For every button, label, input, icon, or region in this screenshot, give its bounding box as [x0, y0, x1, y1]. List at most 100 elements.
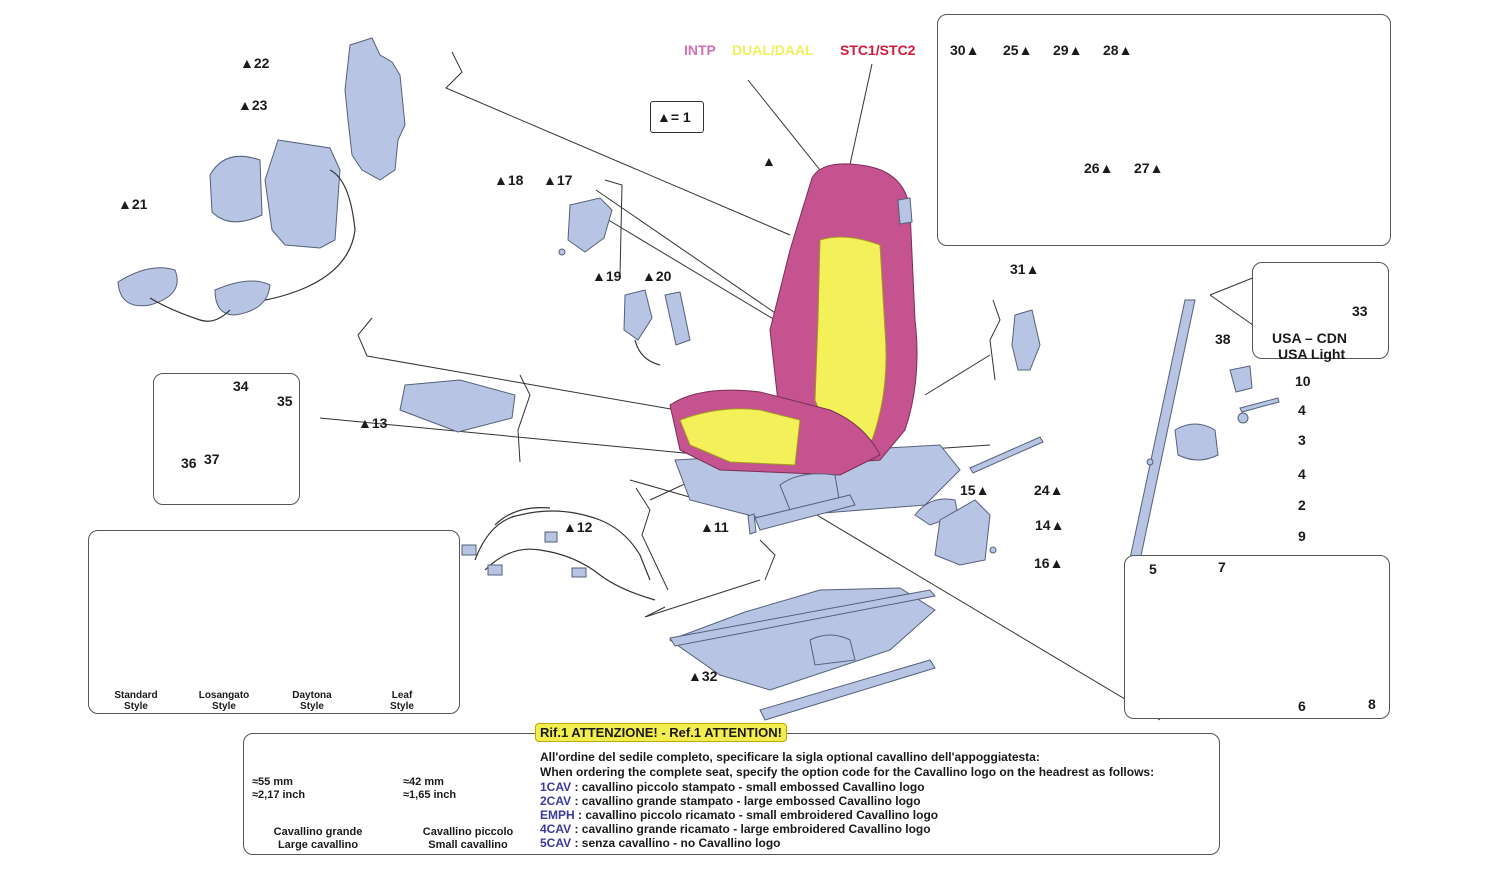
- trim-styles-box: [88, 530, 460, 714]
- seat-assembly: [669, 163, 961, 519]
- large-cavallino-caption: Cavallino grande Large cavallino: [253, 826, 383, 852]
- label-3: 3: [1298, 432, 1306, 448]
- label-31: 31▲: [1010, 261, 1040, 277]
- label-33: 33: [1352, 303, 1368, 319]
- code-5cav: 5CAV: [540, 836, 572, 850]
- usa-cdn-text: USA – CDN: [1272, 330, 1347, 346]
- code-emph-text: : cavallino piccolo ricamato - small emb…: [578, 808, 939, 822]
- trim-standard-line1: Standard: [114, 690, 158, 701]
- harness-12: [461, 507, 656, 601]
- quantity-key-text: ▲= 1: [657, 109, 691, 125]
- large-inch: ≈2,17 inch: [252, 789, 306, 801]
- module-13: [399, 379, 516, 433]
- label-4a: 4: [1298, 402, 1306, 418]
- seat-frame-32: [668, 494, 936, 721]
- trim-daytona-line1: Daytona: [292, 690, 332, 701]
- label-11: ▲11: [700, 519, 729, 535]
- label-9: 9: [1298, 528, 1306, 544]
- attention-title: Rif.1 ATTENZIONE! - Ref.1 ATTENTION!: [535, 723, 787, 742]
- buckle-19-20: [623, 289, 691, 366]
- trim-leaf-line2: Style: [390, 701, 414, 712]
- label-36: 36: [181, 455, 197, 471]
- small-cap-en: Small cavallino: [428, 839, 508, 851]
- trim-daytona: Daytona Style: [272, 690, 352, 712]
- label-6: 6: [1298, 698, 1306, 714]
- attention-note-box: [243, 733, 1220, 855]
- label-23: ▲23: [238, 97, 268, 113]
- label-15: 15▲: [960, 482, 990, 498]
- code-5cav-text: : senza cavallino - no Cavallino logo: [574, 836, 781, 850]
- code-2cav: 2CAV: [540, 794, 572, 808]
- large-cap-it: Cavallino grande: [273, 826, 363, 838]
- code-4cav: 4CAV: [540, 822, 572, 836]
- code-row-2cav: 2CAV : cavallino grande stampato - large…: [540, 794, 921, 808]
- label-18: ▲18: [494, 172, 524, 188]
- label-20: ▲20: [642, 268, 672, 284]
- label-26: 26▲: [1084, 160, 1114, 176]
- switch-detail-box: [153, 373, 300, 505]
- label-seat: ▲: [762, 153, 776, 169]
- label-37: 37: [204, 451, 220, 467]
- label-5: 5: [1149, 561, 1157, 577]
- label-38: 38: [1215, 331, 1231, 347]
- label-10: 10: [1295, 373, 1311, 389]
- label-22: ▲22: [240, 55, 270, 71]
- small-mm: ≈42 mm: [403, 776, 444, 788]
- label-30: 30▲: [950, 42, 980, 58]
- label-2: 2: [1298, 497, 1306, 513]
- usa-light-text: USA Light: [1278, 346, 1346, 362]
- trim-leaf-line1: Leaf: [391, 690, 413, 701]
- small-cap-it: Cavallino piccolo: [422, 826, 514, 838]
- leader-lines: [319, 51, 1261, 721]
- label-25: 25▲: [1003, 42, 1033, 58]
- usa-headrest-box: [1252, 262, 1389, 359]
- trim-losangato-line2: Style: [212, 701, 236, 712]
- bracket-17: [558, 197, 613, 256]
- note-english: When ordering the complete seat, specify…: [540, 765, 1155, 779]
- label-28: 28▲: [1103, 42, 1133, 58]
- label-34: 34: [233, 378, 249, 394]
- label-12: ▲12: [563, 519, 593, 535]
- label-8: 8: [1368, 696, 1376, 712]
- headrest-detail-box: [937, 14, 1391, 246]
- trim-daytona-line2: Style: [300, 701, 324, 712]
- code-4cav-text: : cavallino grande ricamato - large embr…: [574, 822, 931, 836]
- code-2cav-text: : cavallino grande stampato - large embo…: [574, 794, 921, 808]
- label-16: 16▲: [1034, 555, 1064, 571]
- trim-standard-line2: Style: [124, 701, 148, 712]
- code-row-5cav: 5CAV : senza cavallino - no Cavallino lo…: [540, 836, 781, 850]
- code-row-4cav: 4CAV : cavallino grande ricamato - large…: [540, 822, 931, 836]
- trim-losangato-line1: Losangato: [198, 690, 250, 701]
- seat-belt: [1127, 299, 1280, 571]
- label-14: 14▲: [1035, 517, 1065, 533]
- legend-intp: INTP: [684, 42, 716, 58]
- note-italian: All'ordine del sedile completo, specific…: [540, 750, 1040, 764]
- motor-31: [1011, 309, 1041, 371]
- code-1cav-text: : cavallino piccolo stampato - small emb…: [574, 780, 925, 794]
- trim-standard: Standard Style: [96, 690, 176, 712]
- label-17: ▲17: [543, 172, 573, 188]
- lumbar-actuator-assembly: [117, 37, 406, 322]
- small-inch: ≈1,65 inch: [403, 789, 457, 801]
- label-7: 7: [1218, 559, 1226, 575]
- large-mm: ≈55 mm: [252, 776, 293, 788]
- trim-losangato: Losangato Style: [184, 690, 264, 712]
- label-35: 35: [277, 393, 293, 409]
- label-24: 24▲: [1034, 482, 1064, 498]
- label-32: ▲32: [688, 668, 718, 684]
- small-parts: [747, 436, 1044, 566]
- label-13: ▲13: [358, 415, 388, 431]
- trim-leaf: Leaf Style: [362, 690, 442, 712]
- large-cap-en: Large cavallino: [277, 839, 359, 851]
- quantity-key-box: ▲= 1: [650, 101, 704, 133]
- code-emph: EMPH: [540, 808, 575, 822]
- legend-dual: DUAL/DAAL: [732, 42, 814, 58]
- code-1cav: 1CAV: [540, 780, 572, 794]
- code-row-1cav: 1CAV : cavallino piccolo stampato - smal…: [540, 780, 925, 794]
- legend-stc: STC1/STC2: [840, 42, 916, 58]
- label-21: ▲21: [118, 196, 148, 212]
- code-row-emph: EMPH : cavallino piccolo ricamato - smal…: [540, 808, 938, 822]
- label-29: 29▲: [1053, 42, 1083, 58]
- label-27: 27▲: [1134, 160, 1164, 176]
